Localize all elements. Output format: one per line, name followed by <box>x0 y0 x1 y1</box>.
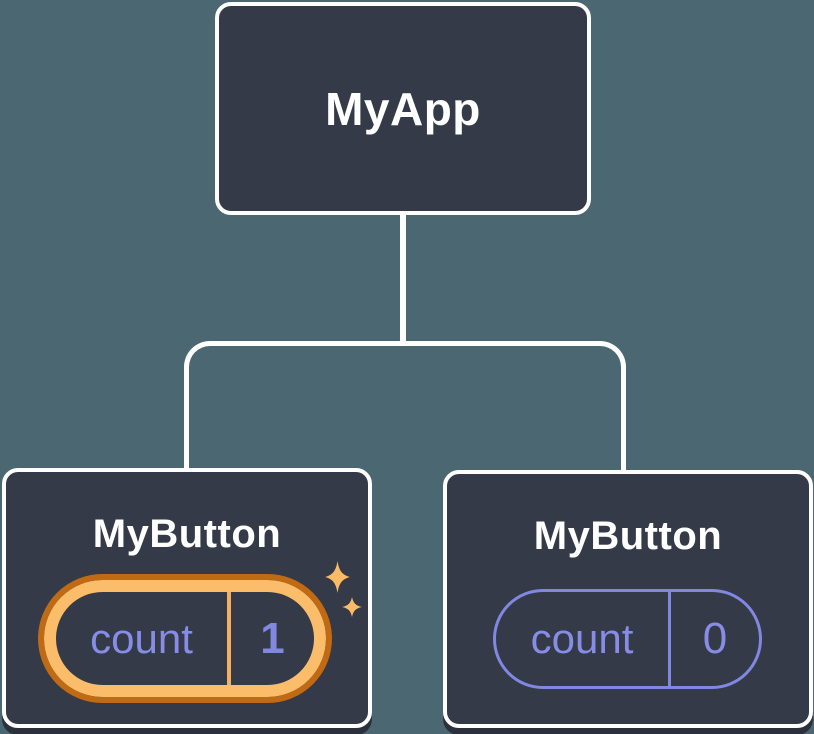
state-key-label: count <box>530 615 634 662</box>
state-pill-plain: count 0 <box>493 589 762 689</box>
state-value: 0 <box>702 614 728 663</box>
connector-stem <box>400 212 406 346</box>
pill-divider <box>227 592 231 685</box>
child-node-label: MyButton <box>92 512 282 556</box>
child-node-mybutton-plain: MyButton count 0 <box>443 470 813 728</box>
state-value: 1 <box>260 613 285 663</box>
pill-divider <box>668 592 671 686</box>
child-node-label: MyButton <box>533 514 723 558</box>
root-node-myapp: MyApp <box>215 2 591 215</box>
sparkle-icon-small <box>342 597 362 617</box>
child-node-mybutton-highlighted: MyButton count 1 <box>2 468 372 728</box>
state-key-label: count <box>90 614 193 662</box>
connector-branch <box>184 341 626 472</box>
root-node-label: MyApp <box>325 82 481 135</box>
state-pill-highlighted: count 1 <box>38 574 332 703</box>
sparkle-icon-large <box>325 561 350 593</box>
